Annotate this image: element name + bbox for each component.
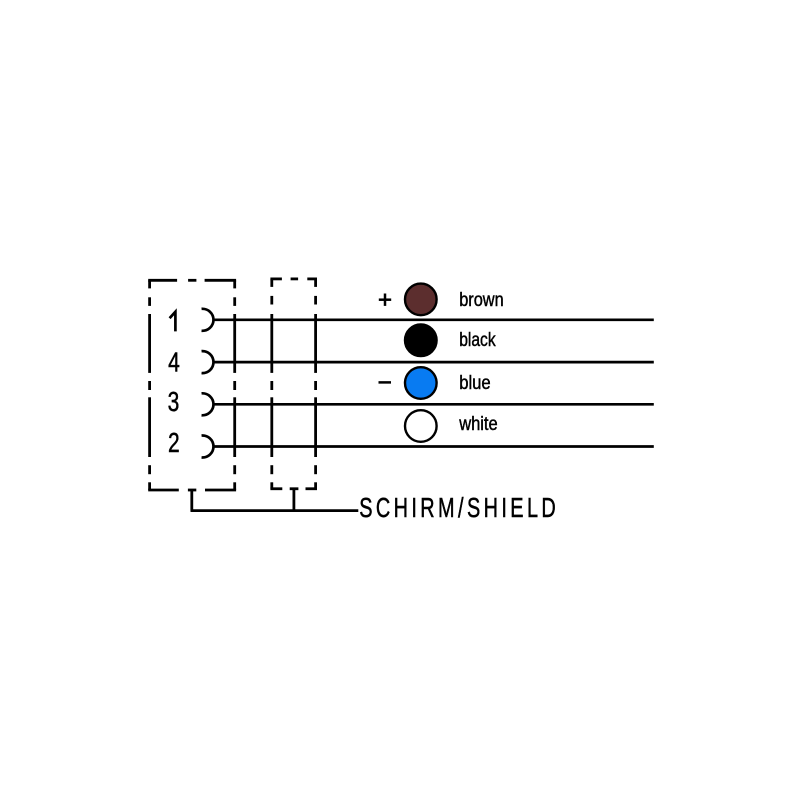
svg-text:4: 4 — [168, 348, 180, 379]
svg-text:black: black — [459, 330, 496, 351]
svg-text:white: white — [458, 414, 497, 435]
svg-text:3: 3 — [168, 387, 180, 418]
svg-text:2: 2 — [168, 428, 180, 459]
svg-text:brown: brown — [459, 290, 504, 311]
svg-text:blue: blue — [459, 373, 491, 394]
svg-text:SCHIRM/SHIELD: SCHIRM/SHIELD — [359, 492, 559, 523]
